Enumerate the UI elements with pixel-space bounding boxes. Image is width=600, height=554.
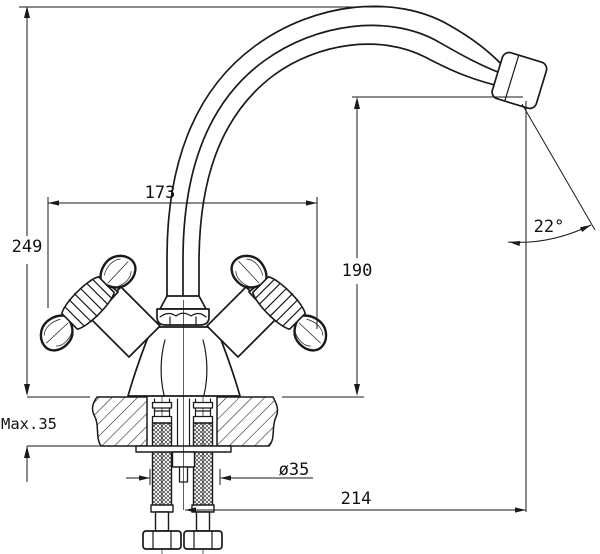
overall-height-label: 249 (12, 237, 43, 257)
mounting-stud (176, 398, 191, 453)
dimension-handle-span: 173 (47, 183, 318, 329)
right-valve-handle (207, 0, 367, 358)
dimension-overall-height: 249 (12, 6, 392, 396)
left-valve-handle (0, 0, 160, 358)
spray-angle-label: 22° (534, 217, 565, 237)
spout-clearance-label: 190 (342, 261, 373, 281)
spout-base-nut (156, 295, 210, 326)
spout-reach-label: 214 (341, 489, 372, 509)
faucet-spout (166, 5, 519, 303)
hole-diameter-label: ø35 (279, 460, 310, 480)
countertop-right-slab (216, 396, 279, 447)
dimension-spout-clearance: 190 (282, 96, 523, 398)
dimension-hole-diameter: ø35 (126, 460, 313, 485)
dimension-deck-thickness: Max.35 (1, 396, 136, 482)
deck-thickness-label: Max.35 (1, 415, 57, 433)
countertop-left-slab (91, 396, 148, 447)
spout-nozzle (491, 51, 548, 110)
dimension-spout-reach: 214 (185, 489, 526, 513)
handle-span-label: 173 (145, 183, 176, 203)
left-supply-hose (142, 395, 182, 554)
dimension-spray-angle: 22° (507, 101, 596, 512)
countertop-section (91, 396, 279, 447)
